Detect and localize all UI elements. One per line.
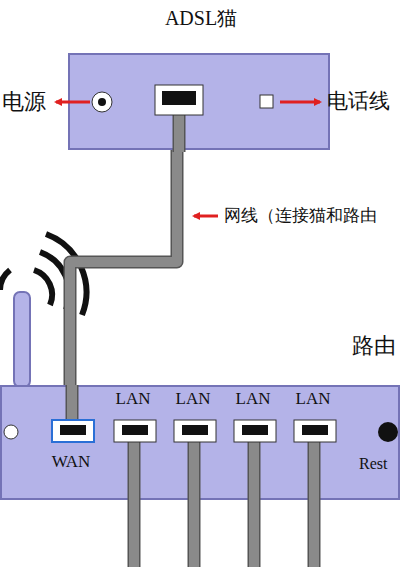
lan-cable (309, 435, 319, 567)
lan-port (294, 420, 336, 442)
port-label: LAN (172, 389, 214, 409)
lan-port (302, 425, 328, 435)
lan-cable (189, 435, 199, 567)
cable-label: 网线（连接猫和路由 (222, 204, 379, 227)
power-jack (98, 98, 106, 106)
lan-port (234, 420, 276, 442)
lan-port (114, 420, 156, 442)
lan-port (174, 420, 216, 442)
adsl-modem: ADSL猫 (68, 53, 330, 150)
network-cable (70, 150, 177, 385)
lan-port (182, 425, 208, 435)
lan-cable (188, 435, 201, 567)
lan-port (242, 425, 268, 435)
phone-jack (260, 95, 273, 108)
lan-port (122, 425, 148, 435)
button-label: Rest (359, 455, 387, 473)
port-label: LAN (232, 389, 274, 409)
cable-outline (70, 150, 177, 385)
pointer-arrow (280, 101, 320, 104)
power-jack (4, 425, 18, 439)
port-label: LAN (292, 389, 334, 409)
lan-cable (129, 435, 139, 567)
modem-title: ADSL猫 (70, 5, 332, 32)
router-title: 路由 (352, 331, 396, 361)
port-label: WAN (50, 452, 92, 472)
ethernet-port (162, 91, 196, 105)
lan-cable (308, 435, 321, 567)
reset-button (378, 422, 398, 442)
router-art (2, 387, 400, 567)
ethernet-port (155, 85, 203, 115)
pointer-arrow (56, 101, 90, 104)
port-label: LAN (112, 389, 154, 409)
lan-cable (248, 435, 261, 567)
lan-cable (128, 435, 141, 567)
power-jack (92, 92, 112, 112)
cable-core (70, 150, 177, 385)
wan-port (52, 420, 94, 442)
wan-port (60, 425, 86, 435)
leader-arrow (194, 215, 218, 218)
part-label: 电源 (2, 87, 46, 117)
part-label: 电话线 (327, 87, 390, 115)
lan-cable (249, 435, 259, 567)
adsl-modem-art (70, 55, 332, 152)
